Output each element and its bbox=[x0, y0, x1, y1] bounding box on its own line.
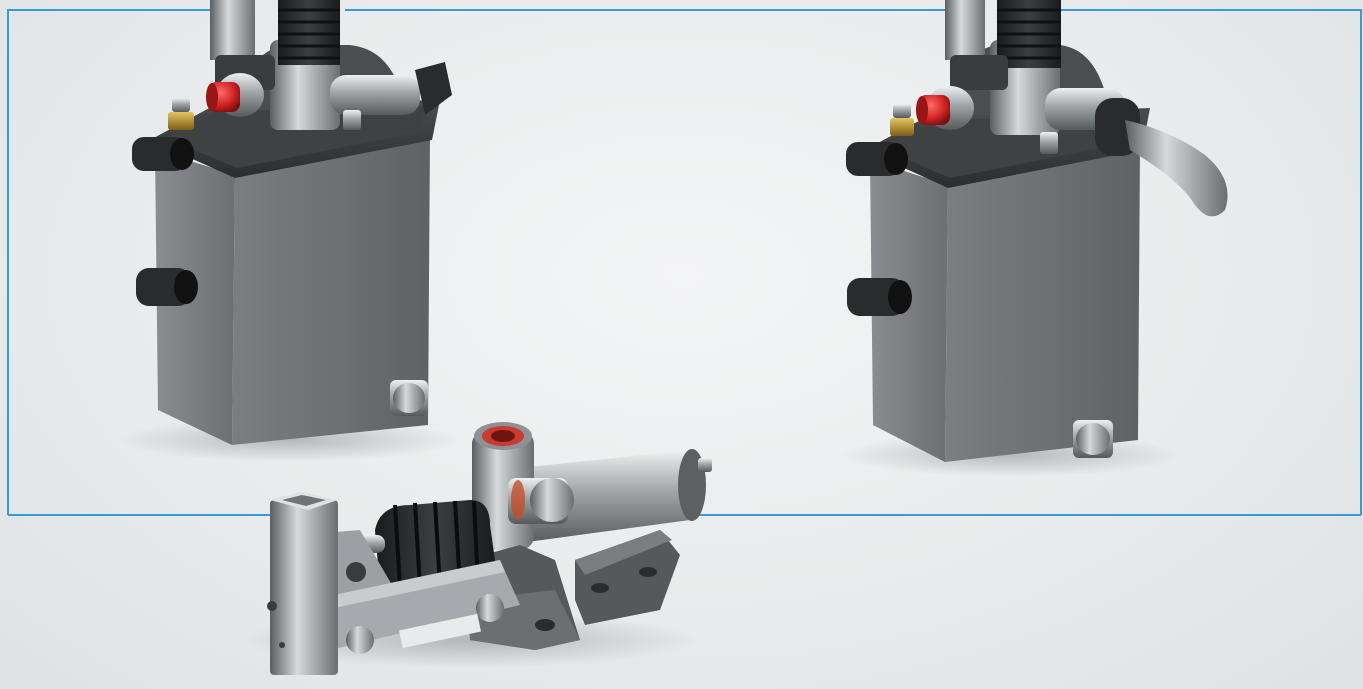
red-cap-icon bbox=[206, 73, 264, 117]
foot-pedal-pump bbox=[240, 422, 712, 675]
valve-lever-handle bbox=[1125, 120, 1228, 217]
right-hand-pump-tank-with-lever bbox=[840, 0, 1228, 477]
frame-lines bbox=[7, 9, 1362, 516]
brass-plug-icon bbox=[890, 104, 914, 136]
rubber-bellows bbox=[997, 0, 1061, 68]
pedal-socket-tube bbox=[267, 492, 338, 675]
left-hand-pump-tank bbox=[120, 0, 460, 462]
hex-bolt-icon bbox=[508, 478, 574, 524]
rubber-bellows bbox=[278, 0, 340, 65]
red-cap-icon bbox=[916, 86, 974, 130]
port-plug-icon bbox=[132, 137, 198, 306]
brass-plug-icon bbox=[168, 98, 194, 130]
drain-bolt-icon bbox=[390, 380, 428, 416]
drain-bolt-icon bbox=[1073, 420, 1113, 458]
port-plug-icon bbox=[846, 142, 912, 316]
